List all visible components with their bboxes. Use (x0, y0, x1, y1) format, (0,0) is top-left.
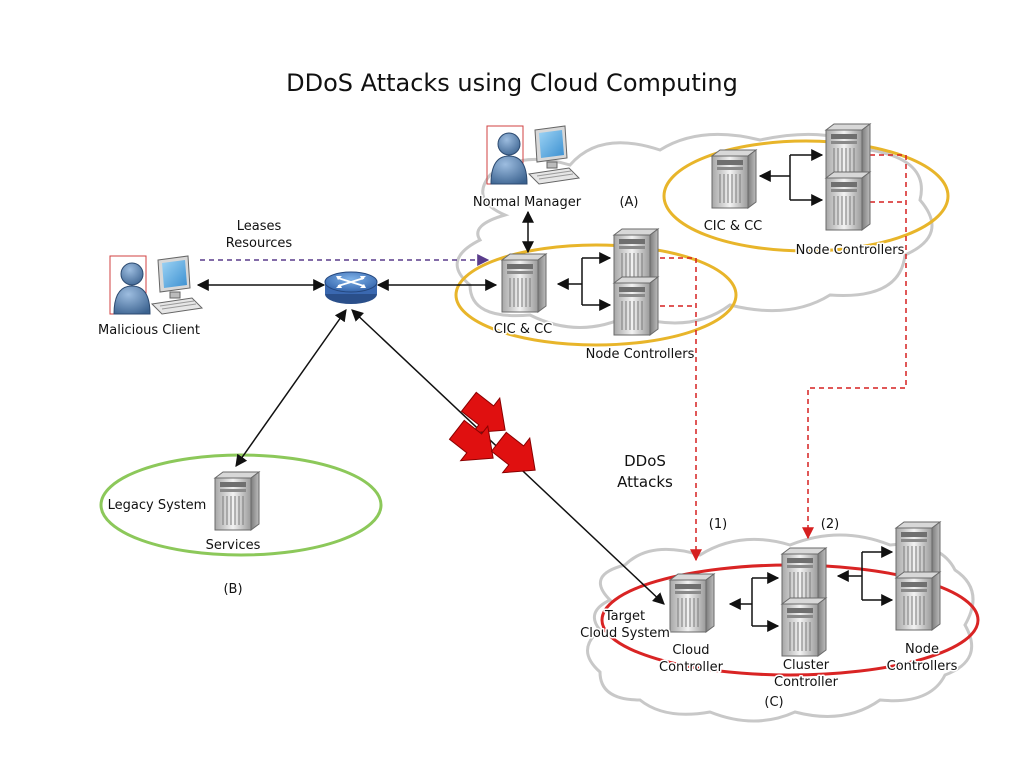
node-controller-server-2-icon (895, 571, 941, 631)
top-node-controllers-label: Node Controllers (796, 243, 905, 258)
mid-cic-cc-label: CIC & CC (494, 322, 553, 337)
group-b-label: (B) (223, 582, 242, 597)
malicious-client-icon (109, 255, 203, 315)
mid-node-controllers-label: Node Controllers (586, 347, 695, 362)
cloud-controller-label-line1: Cloud (672, 643, 709, 658)
top-cic-node-branch (758, 149, 824, 206)
path-2-label: (2) (821, 517, 839, 532)
normal-manager-label: Normal Manager (473, 195, 582, 210)
target-label-line1: Target (604, 609, 645, 624)
top-cic-cc-server-icon (711, 149, 757, 209)
target-label-line2: Cloud System (580, 626, 670, 641)
malicious-client-label: Malicious Client (98, 323, 200, 338)
path-1-label: (1) (709, 517, 727, 532)
mid-cic-node-branch (556, 252, 612, 311)
leases-label-line1: Leases (237, 219, 282, 234)
router-icon (324, 271, 378, 304)
group-c-label: (C) (764, 695, 783, 710)
ring-a-node-group (662, 139, 950, 253)
target-cluster-node-branch (836, 546, 894, 606)
top-cic-cc-label: CIC & CC (704, 219, 763, 234)
dashed-path-2 (802, 154, 907, 540)
ddos-label-line1: DDoS (624, 452, 666, 470)
node-controller-server-1-icon (895, 521, 941, 581)
cloud-controller-label-line2: Controller (659, 660, 724, 675)
ddos-label-line2: Attacks (617, 473, 673, 491)
mid-cic-cc-server-icon (501, 253, 547, 313)
cluster-controller-label-line1: Cluster (783, 658, 830, 673)
normal-manager-icon (486, 125, 580, 185)
cluster-controller-label-line2: Controller (774, 675, 839, 690)
leases-label-line2: Resources (226, 236, 293, 251)
target-cloud-cluster-branch (728, 572, 780, 632)
cloud-controller-server-icon (669, 573, 715, 633)
legacy-system-label: Legacy System (108, 498, 207, 513)
top-node-server-2-icon (825, 171, 871, 231)
mid-node-server-2-icon (613, 276, 659, 336)
cluster-controller-server-1-icon (781, 547, 827, 607)
cluster-controller-server-2-icon (781, 597, 827, 657)
dashed-path-1 (660, 257, 702, 562)
node-controllers-c-label-line2: Controllers (887, 659, 958, 674)
group-a-label: (A) (619, 195, 638, 210)
attack-arrow-3-icon (484, 424, 550, 488)
router-legacy-link (235, 309, 347, 467)
page-title: DDoS Attacks using Cloud Computing (286, 69, 738, 97)
node-controllers-c-label-line1: Node (905, 642, 939, 657)
legacy-services-server-icon (214, 471, 260, 531)
services-label: Services (206, 538, 261, 553)
